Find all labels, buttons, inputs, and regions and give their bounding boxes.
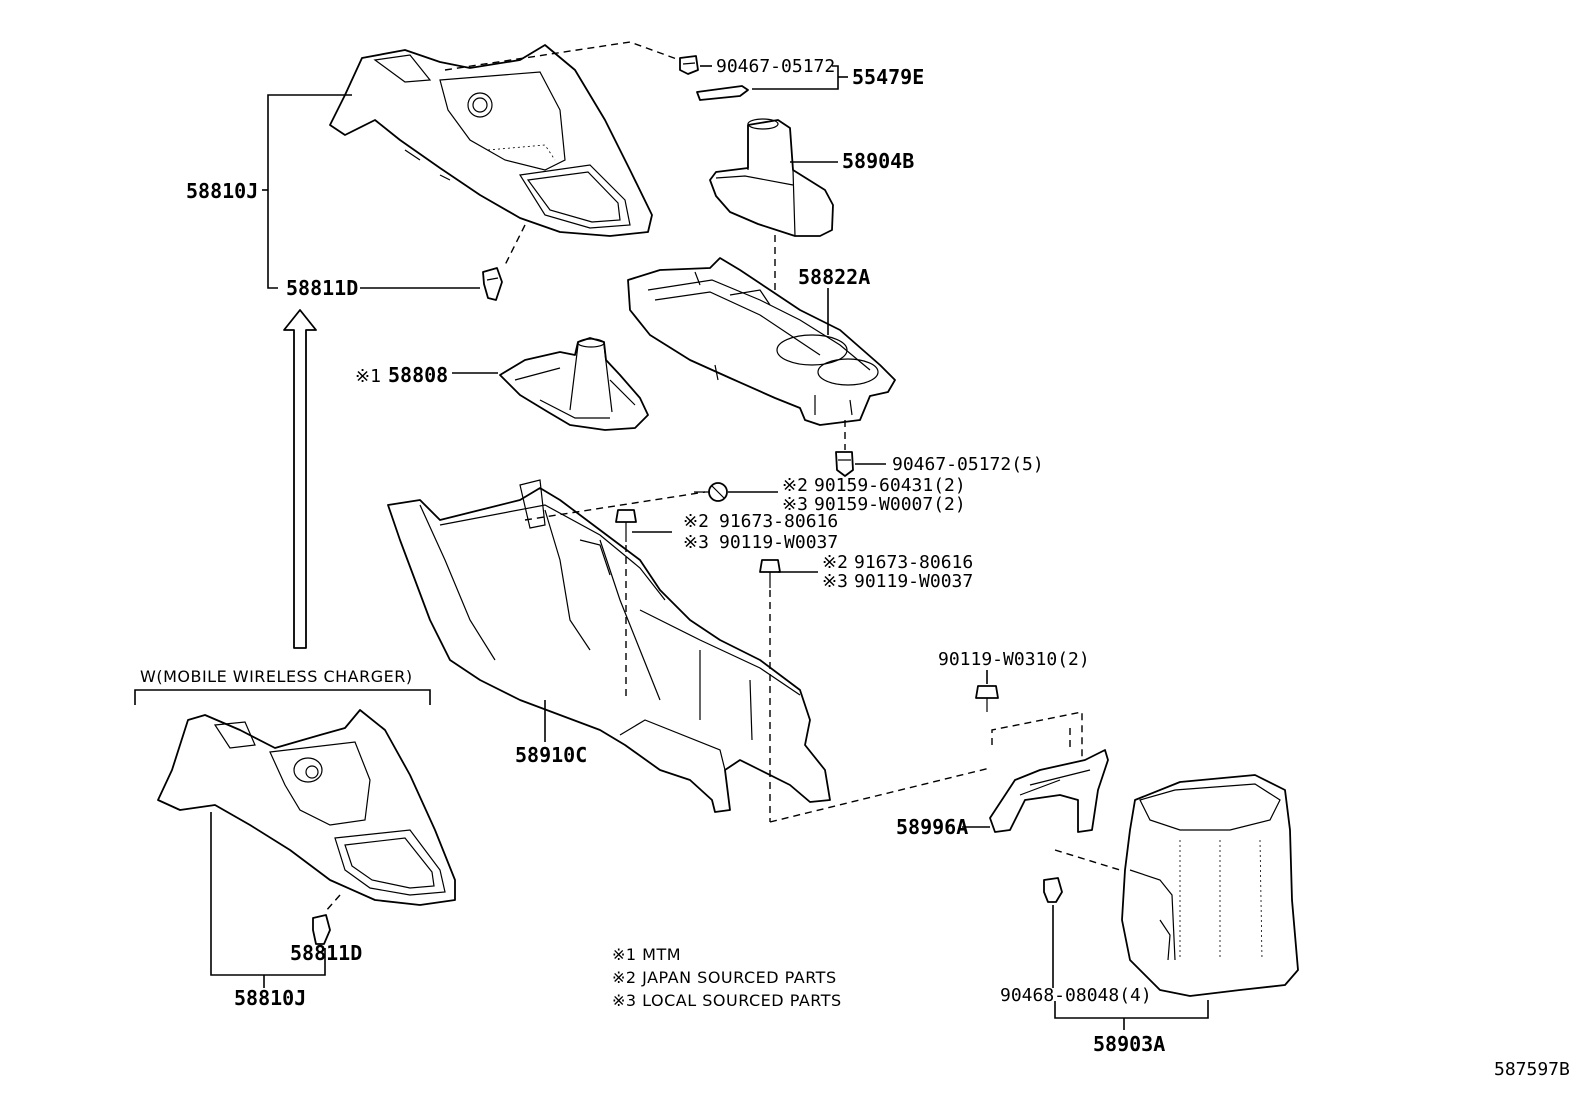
trim-55479e	[696, 85, 749, 101]
upgrade-arrow	[283, 309, 317, 649]
label-58822a: 58822A	[798, 265, 870, 289]
note-1: ※1 MTM	[612, 945, 681, 964]
label-91673-80616-a-mark: ※2	[683, 511, 709, 532]
screw-90119-w0310	[975, 685, 999, 712]
console-upper-panel-58810j	[329, 44, 653, 237]
screw-91673-a	[615, 509, 637, 542]
label-90159-w0007: 90159-W0007(2)	[814, 494, 966, 515]
console-upper-panel-wireless	[157, 709, 456, 906]
label-91673-80616-b-mark: ※2	[822, 552, 848, 573]
label-90159-60431: 90159-60431(2)	[814, 475, 966, 496]
label-58810j-top: 58810J	[186, 179, 258, 203]
console-lower-58910c	[387, 479, 831, 813]
label-90119-w0037-b-mark: ※3	[822, 571, 848, 592]
label-90159-w0007-mark: ※3	[782, 494, 808, 515]
label-58808-mark: ※1	[355, 366, 381, 387]
shift-boot-58904b	[709, 118, 834, 237]
bracket-58996a	[989, 749, 1109, 833]
note-2: ※2 JAPAN SOURCED PARTS	[612, 968, 837, 987]
label-58996a: 58996A	[896, 815, 968, 839]
label-58811d-bottom: 58811D	[290, 941, 362, 965]
label-58903a: 58903A	[1093, 1032, 1165, 1056]
label-90119-w0037-a-mark: ※3	[683, 532, 709, 553]
screw-90159	[694, 482, 728, 502]
clip-58811d-top	[482, 267, 503, 301]
label-58904b: 58904B	[842, 149, 914, 173]
label-90159-60431-mark: ※2	[782, 475, 808, 496]
label-91673-80616-a: 91673-80616	[719, 511, 838, 532]
console-box-58822a	[627, 257, 896, 426]
screw-91673-b	[759, 559, 781, 588]
variant-caption: W(MOBILE WIRELESS CHARGER)	[140, 667, 413, 686]
rear-console-58903a	[1121, 774, 1299, 997]
label-90467-05172: 90467-05172	[716, 56, 835, 77]
label-58808: 58808	[388, 363, 448, 387]
label-90119-w0037-a: 90119-W0037	[719, 532, 838, 553]
label-58811d-top: 58811D	[286, 276, 358, 300]
label-90467-05172-5: 90467-05172(5)	[892, 454, 1044, 475]
label-90119-w0310: 90119-W0310(2)	[938, 649, 1090, 670]
label-58810j-bottom: 58810J	[234, 986, 306, 1010]
label-91673-80616-b: 91673-80616	[854, 552, 973, 573]
clip-90468-08048	[1043, 877, 1063, 903]
diagram-id: 587597B	[1494, 1059, 1570, 1080]
label-90468-08048: 90468-08048(4)	[1000, 985, 1152, 1006]
label-55479e: 55479E	[852, 65, 924, 89]
shift-bezel-58808	[499, 337, 649, 431]
label-90119-w0037-b: 90119-W0037	[854, 571, 973, 592]
label-58910c: 58910C	[515, 743, 587, 767]
clip-58811d-bottom	[312, 914, 331, 945]
clip-90467-05172-5	[835, 451, 854, 477]
note-3: ※3 LOCAL SOURCED PARTS	[612, 991, 842, 1010]
clip-90467-05172	[679, 55, 699, 75]
